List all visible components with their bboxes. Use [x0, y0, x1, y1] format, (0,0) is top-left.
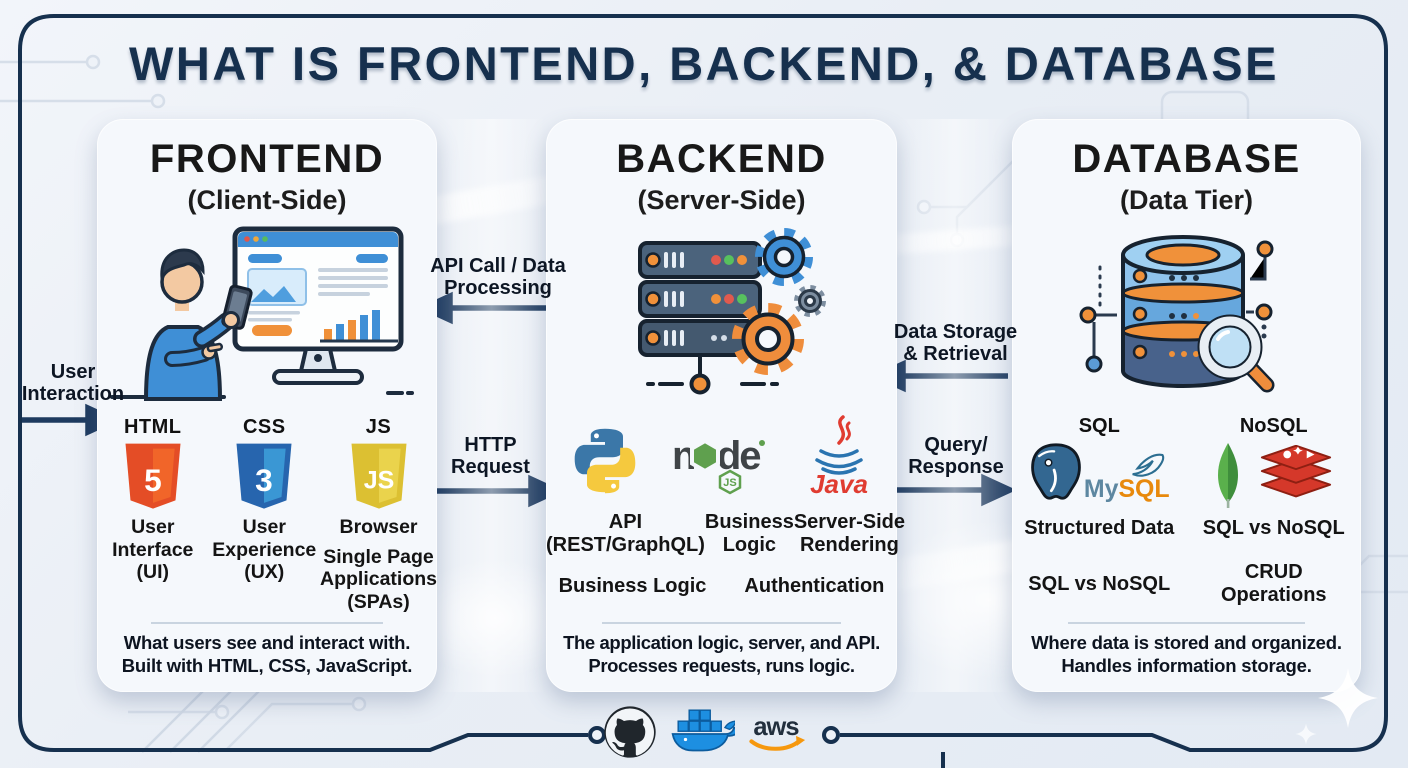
backend-description: The application logic, server, and API. … [563, 632, 880, 676]
docker-icon [671, 709, 735, 752]
postgresql-icon [1031, 443, 1082, 500]
frontend-title: FRONTEND [149, 137, 385, 181]
divider [151, 622, 383, 624]
backend-subtitle: (Server-Side) [637, 185, 806, 215]
tech-label: (UX) [244, 561, 285, 584]
database-description: Where data is stored and organized. Hand… [1031, 632, 1342, 676]
database-logo-row: MySQL [1012, 441, 1361, 509]
svg-text:5: 5 [144, 462, 162, 498]
nosql-header: NoSQL [1239, 415, 1308, 437]
svg-text:Java: Java [810, 469, 868, 499]
frontend-description: What users see and interact with. Built … [121, 632, 413, 676]
svg-text:MySQL: MySQL [1084, 475, 1170, 503]
data-storage-label: Data Storage& Retrieval [893, 321, 1018, 366]
svg-text:3: 3 [255, 462, 273, 498]
tech-label: User [131, 516, 175, 538]
backend-logo-row: node JS Java [546, 415, 897, 499]
divider [602, 622, 841, 624]
backend-illustration [638, 228, 826, 395]
tech-label: Single Page [323, 545, 434, 568]
divider [1067, 622, 1306, 624]
tech-css: CSS 3 User Experience (UX) [209, 416, 321, 613]
backend-labels-row2: Business Logic Authentication [558, 575, 885, 597]
database-labels-row2: SQL vs NoSQL CRUD Operations [1028, 561, 1327, 606]
svg-text:JS: JS [363, 467, 394, 495]
database-card: DATABASE (Data Tier) [1012, 119, 1361, 692]
backend-title: BACKEND [616, 137, 827, 181]
frontend-tech-row: HTML 5 User Interface (UI) CSS 3 [97, 416, 437, 613]
monitor-icon [232, 226, 404, 385]
tech-label: Browser [339, 516, 418, 538]
css3-icon: 3 [236, 443, 292, 509]
python-icon [574, 428, 635, 494]
frontend-illustration [110, 226, 414, 401]
footer-logo-row: aws [602, 701, 806, 763]
svg-text:aws: aws [753, 713, 799, 741]
mysql-icon: MySQL [1084, 453, 1170, 503]
html5-icon: 5 [125, 443, 181, 509]
java-icon: Java [810, 415, 868, 499]
sql-header: SQL [1078, 415, 1120, 437]
javascript-icon: JS [351, 443, 406, 509]
tech-label: (SPAs) [347, 590, 410, 613]
tech-js: JS JS Browser Single Page Applications (… [320, 416, 438, 613]
database-subtitle: (Data Tier) [1119, 185, 1254, 215]
tech-label: (UI) [136, 561, 170, 584]
tech-label: Interface [112, 538, 194, 561]
frontend-card: FRONTEND (Client-Side) [97, 119, 437, 692]
database-illustration [1079, 235, 1275, 393]
database-title: DATABASE [1072, 137, 1301, 181]
mongodb-icon [1217, 443, 1238, 508]
tech-label: Experience [212, 538, 317, 561]
page-title: WHAT IS FRONTEND, BACKEND, & DATABASE [129, 37, 1279, 90]
aws-icon: aws [749, 713, 806, 751]
svg-text:JS: JS [723, 477, 736, 489]
redis-icon [1260, 445, 1331, 498]
frame-node-right [822, 726, 840, 744]
tech-label: User [242, 516, 286, 538]
github-icon [604, 706, 656, 758]
gear-icon-gray [794, 285, 826, 317]
database-labels-row1: Structured Data SQL vs NoSQL [1024, 517, 1345, 539]
frontend-subtitle: (Client-Side) [187, 185, 347, 215]
backend-card: BACKEND (Server-Side) [546, 119, 905, 692]
gear-icon-blue [755, 228, 813, 286]
nodejs-icon: node JS [672, 434, 765, 495]
tech-html: HTML 5 User Interface (UI) [97, 416, 209, 613]
query-response-label: Query/Response [908, 434, 1004, 479]
tech-label: Applications [320, 568, 438, 591]
database-group-headers: SQL NoSQL [1012, 415, 1361, 438]
